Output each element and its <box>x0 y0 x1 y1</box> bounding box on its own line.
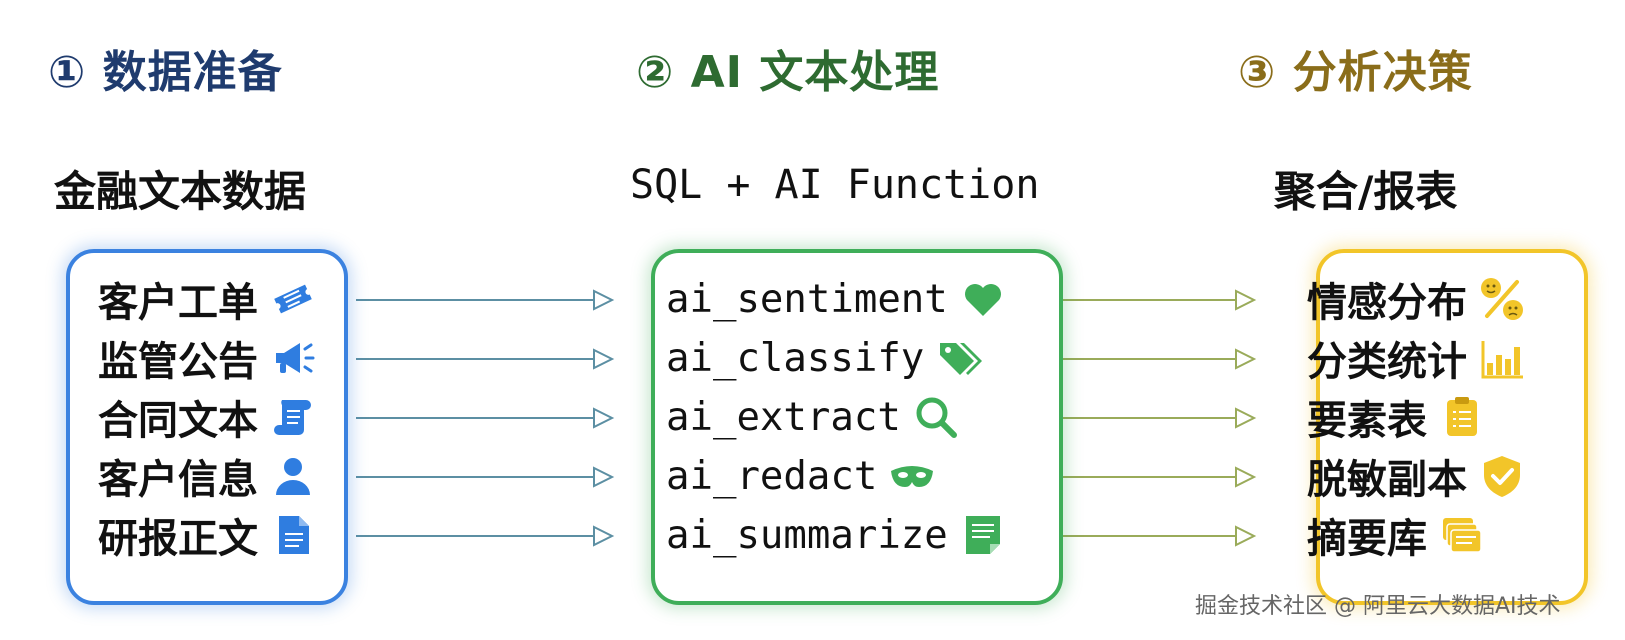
output-item-entity-table: 要素表 <box>1307 390 1485 444</box>
output-item-label: 摘要库 <box>1307 516 1427 562</box>
output-item-label: 情感分布 <box>1307 280 1467 326</box>
step-2-title: ② AI 文本处理 <box>636 47 940 98</box>
function-item-label: ai_classify <box>666 335 925 381</box>
function-item-ai-extract: ai_extract <box>666 390 959 444</box>
bar-chart-icon <box>1479 335 1525 381</box>
scroll-icon <box>270 394 316 440</box>
arrow-function-to-output <box>1044 348 1257 370</box>
output-item-label: 要素表 <box>1307 398 1427 444</box>
source-item-customer-info: 客户信息 <box>98 449 316 503</box>
function-item-ai-summarize: ai_summarize <box>666 508 1006 562</box>
arrow-source-to-function <box>356 348 615 370</box>
output-item-label: 脱敏副本 <box>1307 457 1467 503</box>
user-icon <box>270 453 316 499</box>
arrow-source-to-function <box>356 466 615 488</box>
mask-icon <box>889 453 935 499</box>
output-column-title: 聚合/报表 <box>1274 167 1458 216</box>
tags-icon <box>936 335 983 381</box>
output-item-summary-library: 摘要库 <box>1307 508 1485 562</box>
arrow-function-to-output <box>1044 525 1257 547</box>
source-item-label: 研报正文 <box>98 516 258 562</box>
function-item-ai-classify: ai_classify <box>666 331 983 385</box>
shield-check-icon <box>1479 453 1525 499</box>
output-item-sentiment-distribution: 情感分布 <box>1307 272 1525 326</box>
function-item-label: ai_sentiment <box>666 276 948 322</box>
step-3-title: ③ 分析决策 <box>1238 47 1473 98</box>
ai-function-card <box>651 249 1063 605</box>
source-item-customer-tickets: 客户工单 <box>98 272 316 326</box>
source-item-research-reports: 研报正文 <box>98 508 316 562</box>
arrow-function-to-output <box>1044 466 1257 488</box>
function-item-label: ai_extract <box>666 394 901 440</box>
source-item-regulatory-notices: 监管公告 <box>98 331 316 385</box>
watermark-text: 掘金技术社区 @ 阿里云大数据AI技术 <box>1195 594 1561 619</box>
source-item-label: 合同文本 <box>98 398 258 444</box>
arrow-source-to-function <box>356 289 615 311</box>
ticket-icon <box>270 276 316 322</box>
arrow-function-to-output <box>1044 289 1257 311</box>
heart-icon <box>960 276 1006 322</box>
output-item-label: 分类统计 <box>1307 339 1467 385</box>
megaphone-icon <box>270 335 316 381</box>
smiley-percent-icon <box>1479 276 1525 322</box>
function-item-label: ai_redact <box>666 453 878 499</box>
function-item-ai-sentiment: ai_sentiment <box>666 272 1006 326</box>
clipboard-icon <box>1439 394 1485 440</box>
source-item-label: 监管公告 <box>98 339 258 385</box>
note-icon <box>960 512 1006 558</box>
output-item-redacted-copy: 脱敏副本 <box>1307 449 1525 503</box>
arrow-source-to-function <box>356 407 615 429</box>
source-item-label: 客户信息 <box>98 457 258 503</box>
document-icon <box>270 512 316 558</box>
source-item-label: 客户工单 <box>98 280 258 326</box>
arrow-function-to-output <box>1044 407 1257 429</box>
function-item-ai-redact: ai_redact <box>666 449 935 503</box>
function-item-label: ai_summarize <box>666 512 948 558</box>
stack-icon <box>1439 512 1485 558</box>
arrow-source-to-function <box>356 525 615 547</box>
output-item-category-stats: 分类统计 <box>1307 331 1525 385</box>
function-column-title: SQL + AI Function <box>630 162 1040 208</box>
search-icon <box>913 394 959 440</box>
source-column-title: 金融文本数据 <box>54 167 307 216</box>
step-1-title: ① 数据准备 <box>48 47 283 98</box>
source-item-contract-text: 合同文本 <box>98 390 316 444</box>
